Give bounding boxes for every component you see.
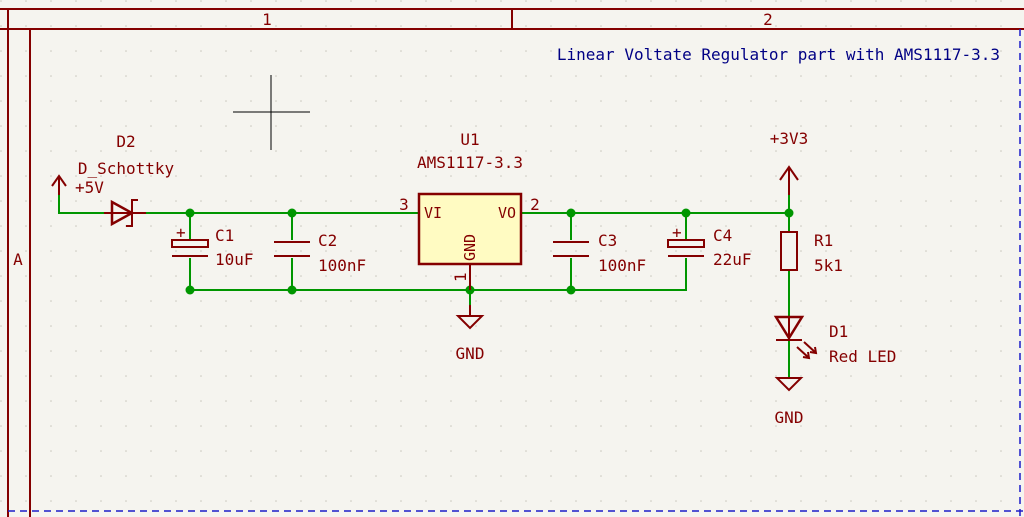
d1-ref: D1 [829,322,848,341]
d2-ref: D2 [116,132,135,151]
junctions [185,208,794,295]
c2-value: 100nF [318,256,366,275]
c4-ref: C4 [713,226,732,245]
gnd2-label: GND [775,408,804,427]
u1-pin3-number: 3 [399,195,409,214]
c1-value: 10uF [215,250,254,269]
u1-pin-gnd: GND [461,234,479,261]
capacitor-c4[interactable]: + C4 22uF [667,223,752,269]
frame-column-1: 1 [262,10,272,29]
regulator-u1[interactable]: VI VO GND 3 2 1 U1 AMS1117-3.3 [399,130,540,290]
c4-value: 22uF [713,250,752,269]
svg-text:+: + [176,223,186,242]
resistor-r1[interactable]: R1 5k1 [780,231,843,275]
c3-value: 100nF [598,256,646,275]
power-5v-label: +5V [75,178,104,197]
power-3v3-label: +3V3 [770,129,809,148]
sheet-title: Linear Voltate Regulator part with AMS11… [557,45,1000,64]
cursor-crosshair-icon [233,75,310,150]
led-d1[interactable]: D1 Red LED [773,315,896,366]
sheet-frame: 1 2 A [0,8,1024,517]
r1-value: 5k1 [814,256,843,275]
power-port-5v[interactable]: +5V [51,174,104,197]
r1-ref: R1 [814,231,833,250]
u1-pin1-number: 1 [451,272,470,282]
diode-d2[interactable]: D2 D_Schottky [78,132,175,227]
frame-column-2: 2 [763,10,773,29]
ground-symbol-1[interactable]: GND [456,305,485,363]
capacitor-c1[interactable]: + C1 10uF [171,223,254,269]
power-port-3v3[interactable]: +3V3 [770,129,809,195]
d1-value: Red LED [829,347,896,366]
u1-pin2-number: 2 [530,195,540,214]
u1-pin-vi: VI [424,204,442,222]
u1-pin-vo: VO [498,204,516,222]
frame-row-a: A [13,250,23,269]
capacitor-c3[interactable]: C3 100nF [553,231,646,275]
u1-value: AMS1117-3.3 [417,153,523,172]
c3-ref: C3 [598,231,617,250]
c1-ref: C1 [215,226,234,245]
capacitor-c2[interactable]: C2 100nF [274,231,366,275]
gnd1-label: GND [456,344,485,363]
ground-symbol-2[interactable]: GND [775,377,804,427]
svg-text:+: + [672,223,682,242]
c2-ref: C2 [318,231,337,250]
d2-value: D_Schottky [78,159,175,178]
u1-ref: U1 [460,130,479,149]
